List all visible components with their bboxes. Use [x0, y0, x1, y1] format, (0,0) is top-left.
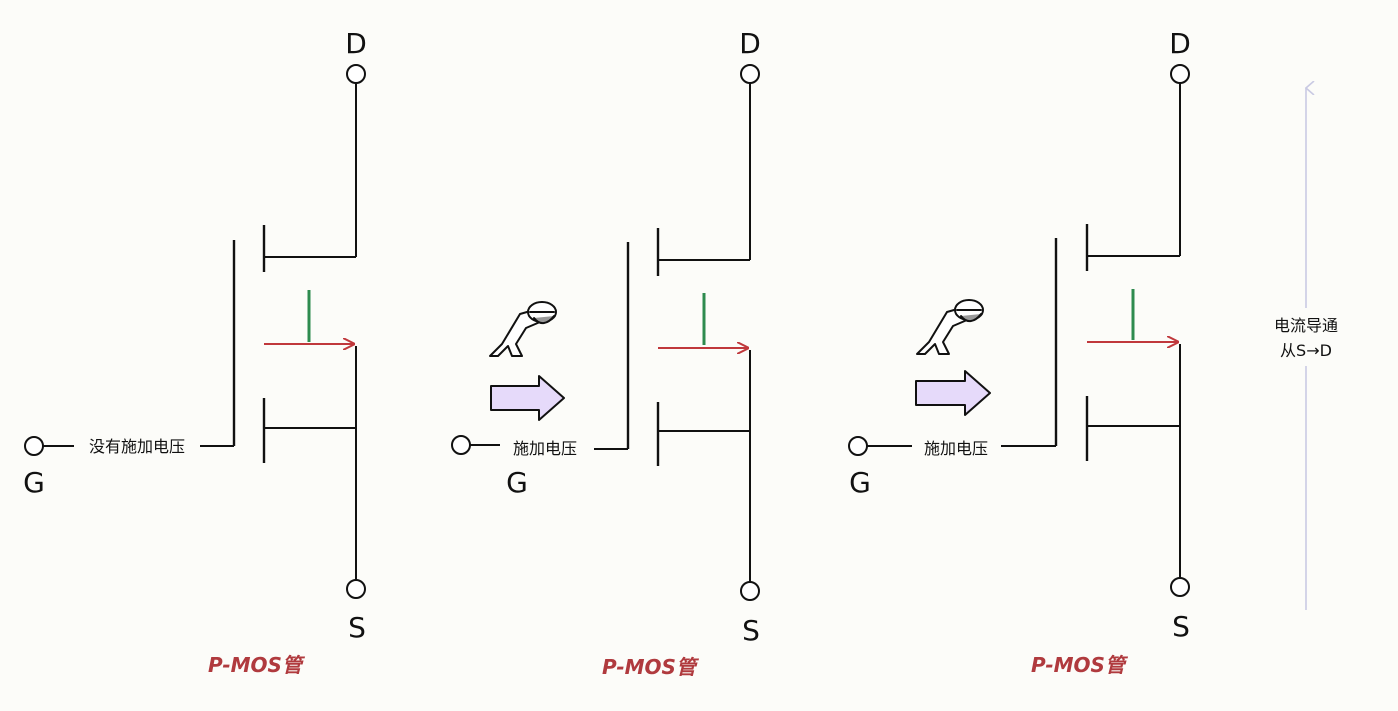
source-pin-label: S [348, 611, 366, 644]
current-note-line1: 电流导通 [1274, 316, 1338, 335]
drain-pin-label: D [345, 27, 367, 60]
push-arrow-icon [490, 375, 565, 421]
drain-terminal [346, 64, 366, 84]
push-arrow-icon [915, 370, 991, 416]
source-pin-label: S [742, 614, 760, 647]
drain-terminal [740, 64, 760, 84]
transistor-title: P-MOS管 [1031, 653, 1129, 677]
drain-terminal [1170, 64, 1190, 84]
gate-label: 施加电压 [513, 439, 577, 458]
current-note-line2: 从S→D [1280, 341, 1332, 360]
transistor-1: D S G 没有施加电压 P-MOS管 [23, 27, 367, 677]
drain-pin-label: D [1169, 27, 1191, 60]
gate-label: 施加电压 [924, 439, 988, 458]
gate-terminal [848, 436, 868, 456]
transistor-title: P-MOS管 [208, 653, 306, 677]
gate-terminal [24, 436, 44, 456]
gate-pin-label: G [506, 466, 528, 499]
pushing-person-icon [489, 301, 557, 357]
gate-label: 没有施加电压 [89, 437, 185, 456]
source-terminal [346, 579, 366, 599]
transistor-3: D S G 施加电压 P-MOS管 [848, 27, 1191, 677]
source-pin-label: S [1172, 610, 1190, 643]
transistor-title: P-MOS管 [602, 655, 700, 679]
gate-pin-label: G [849, 466, 871, 499]
gate-pin-label: G [23, 466, 45, 499]
drain-pin-label: D [739, 27, 761, 60]
note-backdrop [1262, 308, 1350, 366]
source-terminal [1170, 577, 1190, 597]
pushing-person-icon [916, 299, 984, 355]
source-terminal [740, 581, 760, 601]
gate-terminal [451, 435, 471, 455]
transistor-2: D S G 施加电压 P-MOS管 [451, 27, 761, 679]
